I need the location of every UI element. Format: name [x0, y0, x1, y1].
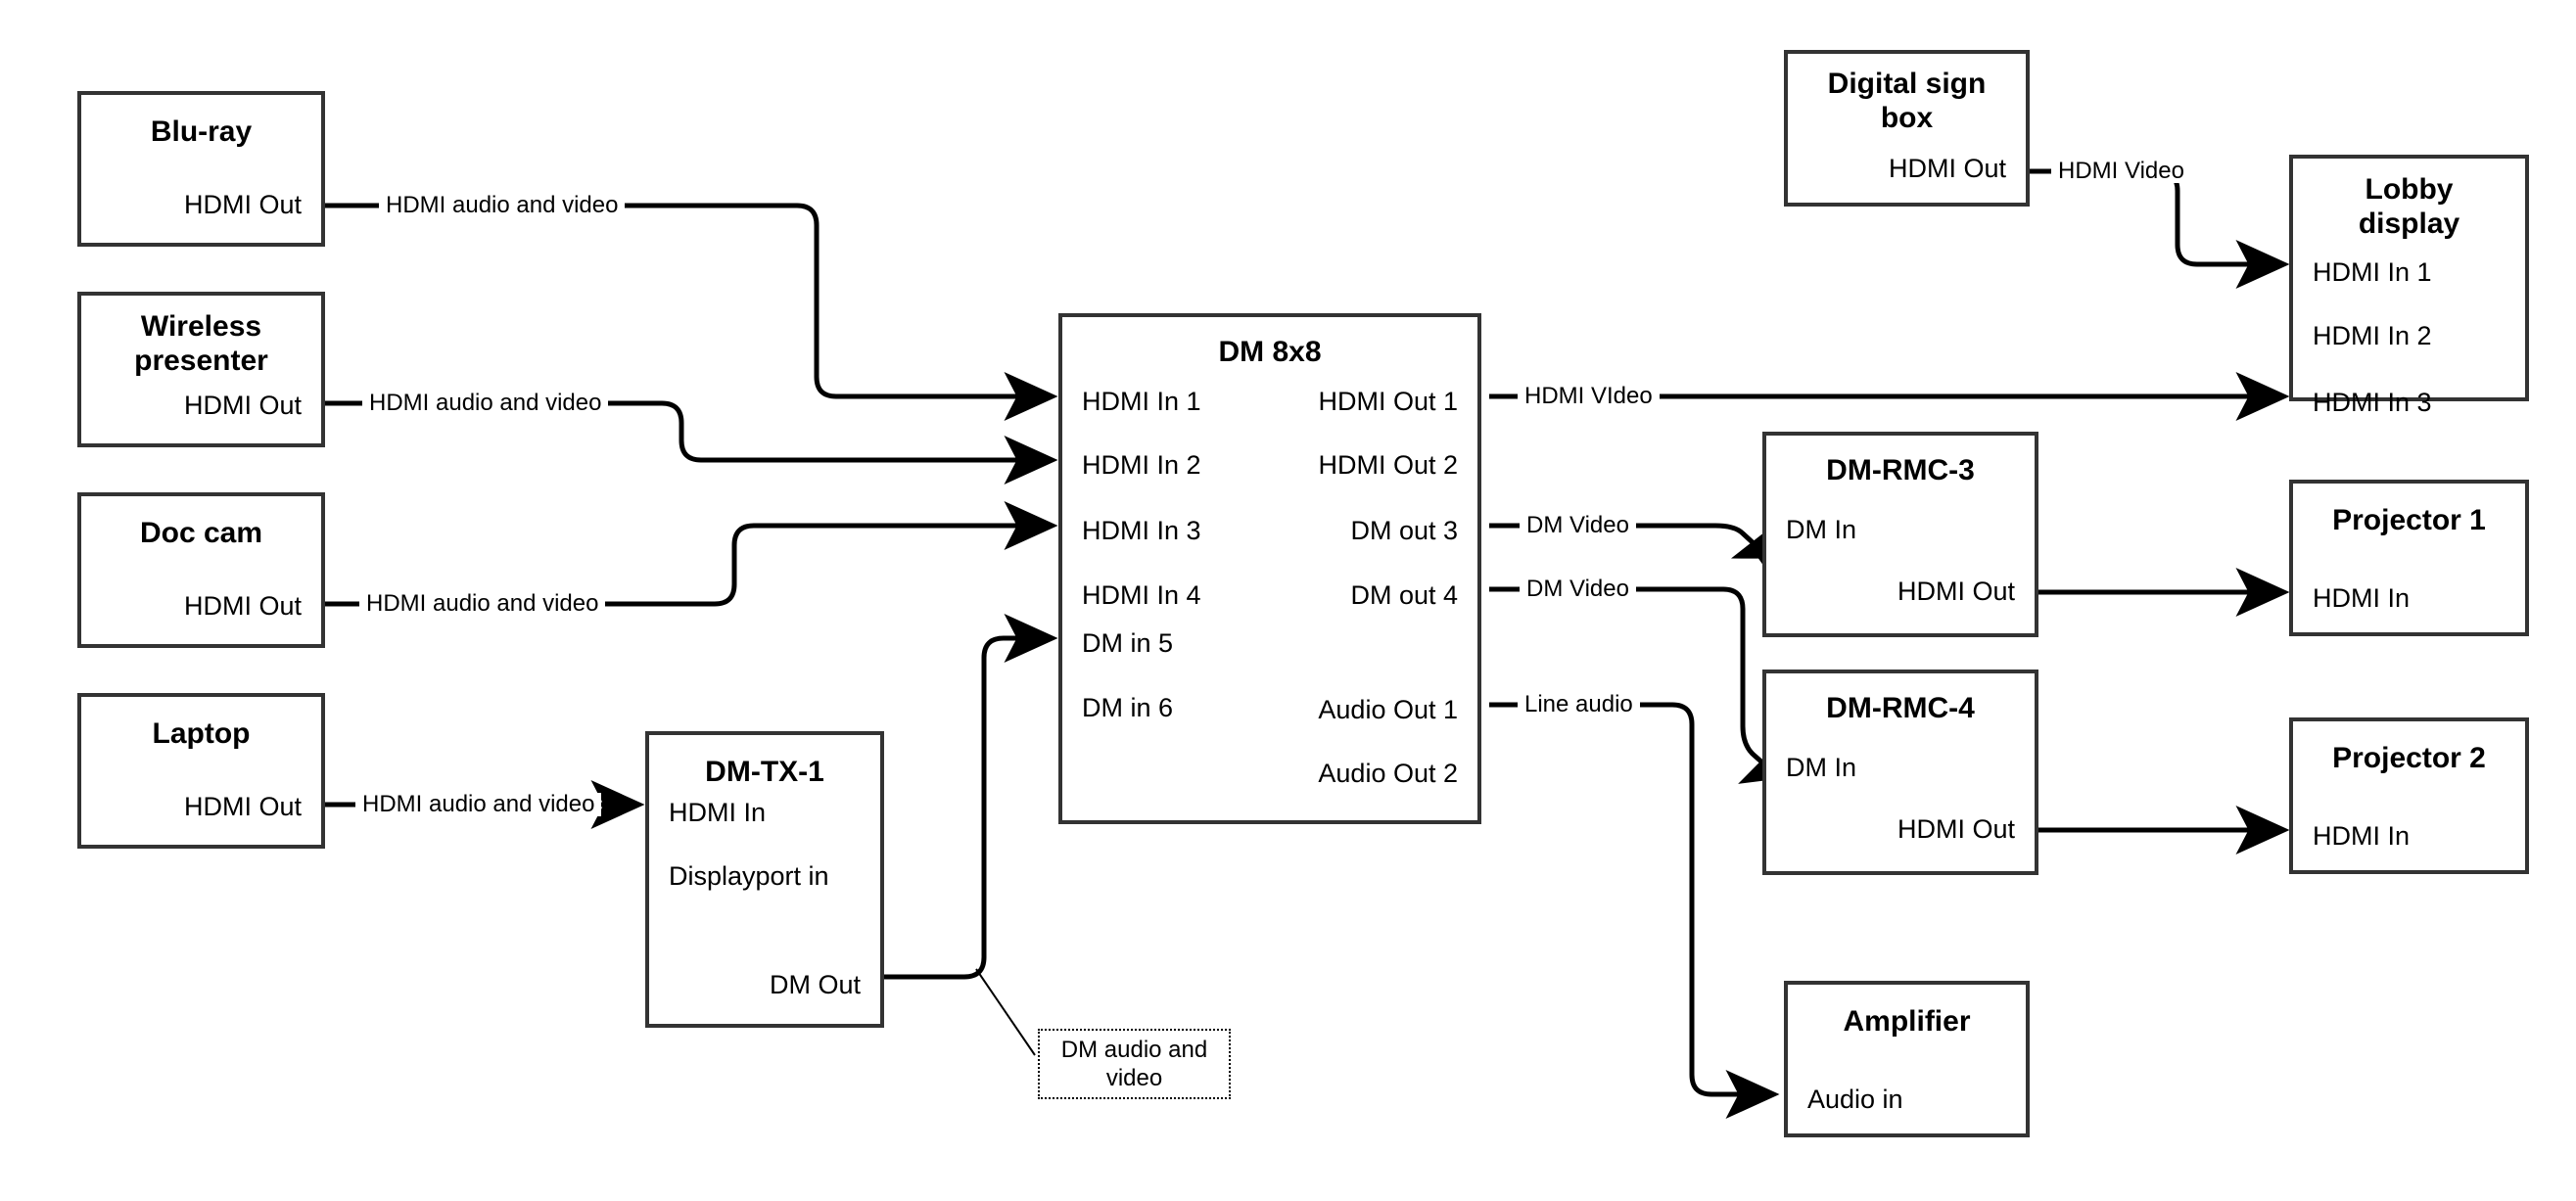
node-dm-8x8-output-hdmi-out-1: HDMI Out 1	[1318, 387, 1458, 416]
node-dm-8x8-output-audio-out-2: Audio Out 2	[1318, 759, 1458, 788]
node-bluray-port-hdmi-out: HDMI Out	[183, 190, 302, 219]
node-dm-tx-1-port-dm-out: DM Out	[769, 970, 861, 999]
wire-label-laptop: HDMI audio and video	[355, 793, 602, 816]
node-lobby-display-input-hdmi-in-3: HDMI In 3	[2313, 388, 2432, 417]
wire-dm8x8-dmout4-to-rmc4	[1489, 586, 1785, 802]
node-wireless-presenter-port-hdmi-out: HDMI Out	[183, 391, 302, 420]
node-dm-rmc-4-title: DM-RMC-4	[1826, 692, 1975, 724]
node-lobby-display-input-hdmi-in-2: HDMI In 2	[2313, 321, 2432, 350]
wire-label-dm-out-4: DM Video	[1520, 577, 1636, 601]
wire-label-wireless: HDMI audio and video	[362, 392, 609, 415]
node-projector-1[interactable]: Projector 1 HDMI In	[2289, 480, 2529, 636]
node-dm-tx-1-port-displayport-in: Displayport in	[669, 861, 829, 891]
node-dm-rmc-3-title: DM-RMC-3	[1826, 454, 1975, 486]
wire-label-doccam: HDMI audio and video	[359, 592, 606, 616]
node-wireless-presenter-title: Wireless presenter	[134, 310, 268, 378]
wire-label-digitalsign: HDMI Video	[2051, 160, 2191, 183]
node-digital-sign-box-port-hdmi-out: HDMI Out	[1888, 154, 2006, 183]
node-laptop[interactable]: Laptop HDMI Out	[77, 693, 325, 849]
node-dm-8x8-title: DM 8x8	[1218, 336, 1322, 368]
node-laptop-title: Laptop	[152, 717, 251, 750]
node-amplifier[interactable]: Amplifier Audio in	[1784, 981, 2030, 1137]
node-dm-8x8-output-dm-out-3: DM out 3	[1350, 516, 1458, 545]
node-doc-cam[interactable]: Doc cam HDMI Out	[77, 492, 325, 648]
node-dm-8x8[interactable]: DM 8x8 HDMI In 1 HDMI In 2 HDMI In 3 HDM…	[1058, 313, 1481, 824]
node-dm-rmc-3-port-dm-in: DM In	[1786, 515, 1857, 544]
node-amplifier-title: Amplifier	[1843, 1005, 1971, 1038]
node-dm-rmc-3[interactable]: DM-RMC-3 DM In HDMI Out	[1762, 432, 2038, 637]
node-bluray-title: Blu-ray	[150, 115, 253, 148]
callout-dm-audio-and-video: DM audio and video	[1038, 1029, 1231, 1099]
wire-label-dm-out-3: DM Video	[1520, 514, 1636, 537]
callout-leader-line	[975, 968, 1036, 1056]
node-dm-rmc-4-port-dm-in: DM In	[1786, 753, 1857, 782]
node-laptop-port-hdmi-out: HDMI Out	[183, 792, 302, 821]
node-projector-1-title: Projector 1	[2332, 504, 2486, 536]
node-dm-8x8-input-dm-in-5: DM in 5	[1082, 628, 1174, 658]
node-lobby-display[interactable]: Lobby display HDMI In 1 HDMI In 2 HDMI I…	[2289, 155, 2529, 416]
node-dm-tx-1-title: DM-TX-1	[705, 756, 824, 788]
node-projector-1-port-hdmi-in: HDMI In	[2313, 583, 2411, 613]
node-projector-2[interactable]: Projector 2 HDMI In	[2289, 717, 2529, 874]
node-dm-tx-1-port-hdmi-in: HDMI In	[669, 798, 767, 827]
node-dm-8x8-input-hdmi-in-3: HDMI In 3	[1082, 516, 1201, 545]
node-projector-2-port-hdmi-in: HDMI In	[2313, 821, 2411, 851]
wire-dmtx1-to-dm8x8	[884, 614, 1058, 980]
node-dm-8x8-input-hdmi-in-4: HDMI In 4	[1082, 580, 1201, 610]
node-dm-rmc-4[interactable]: DM-RMC-4 DM In HDMI Out	[1762, 670, 2038, 875]
node-dm-rmc-3-port-hdmi-out: HDMI Out	[1897, 577, 2015, 606]
wire-digitalsign-to-lobby	[2030, 168, 2290, 289]
node-lobby-display-input-hdmi-in-1: HDMI In 1	[2313, 257, 2432, 287]
node-digital-sign-box[interactable]: Digital sign box HDMI Out	[1784, 50, 2030, 207]
node-dm-tx-1[interactable]: DM-TX-1 HDMI In Displayport in DM Out	[645, 731, 884, 1028]
wire-label-audio-out-1: Line audio	[1518, 693, 1640, 716]
node-projector-2-title: Projector 2	[2332, 742, 2486, 774]
node-dm-8x8-input-dm-in-6: DM in 6	[1082, 693, 1174, 722]
wire-label-hdmi-out-1: HDMI VIdeo	[1518, 385, 1660, 408]
node-amplifier-port-audio-in: Audio in	[1807, 1085, 1903, 1114]
node-dm-8x8-input-hdmi-in-2: HDMI In 2	[1082, 450, 1201, 480]
node-dm-8x8-output-hdmi-out-2: HDMI Out 2	[1318, 450, 1458, 480]
wire-dm8x8-audioout1-to-amplifier	[1489, 702, 1780, 1119]
node-dm-8x8-output-audio-out-1: Audio Out 1	[1318, 695, 1458, 724]
node-digital-sign-box-title: Digital sign box	[1827, 68, 1987, 135]
node-doc-cam-port-hdmi-out: HDMI Out	[183, 591, 302, 621]
node-doc-cam-title: Doc cam	[139, 517, 263, 549]
node-bluray[interactable]: Blu-ray HDMI Out	[77, 91, 325, 247]
wire-bluray-to-dm8x8	[325, 203, 1058, 421]
node-dm-8x8-output-dm-out-4: DM out 4	[1350, 580, 1458, 610]
node-lobby-display-title: Lobby display	[2358, 173, 2460, 241]
node-dm-8x8-input-hdmi-in-1: HDMI In 1	[1082, 387, 1201, 416]
node-dm-rmc-4-port-hdmi-out: HDMI Out	[1897, 814, 2015, 844]
node-wireless-presenter[interactable]: Wireless presenter HDMI Out	[77, 292, 325, 447]
wire-label-bluray: HDMI audio and video	[379, 194, 626, 217]
